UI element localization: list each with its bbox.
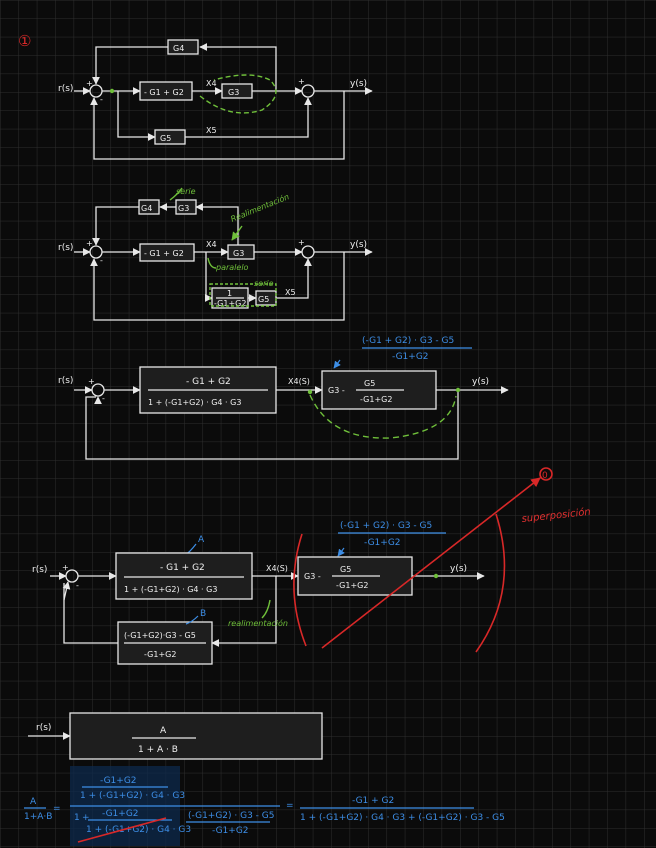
- final-formula: A 1+A·B = -G1+G2 1 + (-G1+G2) · G4 · G3 …: [24, 766, 505, 846]
- d4-note-realimentacion: realimentación: [228, 618, 288, 628]
- d3-blue-den: -G1+G2: [392, 352, 429, 362]
- d2-x4-label: X4: [206, 240, 217, 249]
- formula-den-a-den: 1 + (-G1+G2) · G4 · G3: [86, 825, 191, 835]
- d4-red-zero-circle: [539, 467, 553, 481]
- d2-inverse-num: 1: [227, 289, 232, 298]
- svg-text:+: +: [62, 563, 69, 572]
- d2-g3-top-label: G3: [178, 204, 189, 213]
- d2-note-serie-bottom: serie: [254, 279, 274, 288]
- d3-right-num: G5: [364, 379, 375, 388]
- d3-forward-num: - G1 + G2: [186, 377, 231, 387]
- d5-den: 1 + A · B: [138, 745, 178, 755]
- d4-red-zero: 0: [542, 471, 548, 481]
- d2-x5-label: X5: [285, 288, 296, 297]
- d3-output-label: y(s): [472, 377, 489, 387]
- formula-num-top: -G1+G2: [100, 776, 137, 786]
- diagram-3-reduction: (-G1 + G2) · G3 - G5 -G1+G2 r(s) + - - G…: [58, 336, 509, 460]
- formula-num-bottom: 1 + (-G1+G2) · G4 · G3: [80, 791, 185, 801]
- formula-result-den: 1 + (-G1+G2) · G4 · G3 + (-G1+G2) · G3 -…: [300, 813, 505, 823]
- d4-output-label: y(s): [450, 564, 467, 574]
- d2-sum-block-label: - G1 + G2: [144, 249, 184, 258]
- d3-input-label: r(s): [58, 376, 73, 386]
- d4-right-den: -G1+G2: [336, 581, 368, 590]
- formula-den-b-num: (-G1+G2) · G3 - G5: [188, 811, 275, 821]
- formula-equals-2: =: [286, 801, 294, 811]
- d4-a-den: 1 + (-G1+G2) · G4 · G3: [124, 585, 217, 594]
- d1-g3-label: G3: [228, 88, 239, 97]
- d4-right-num: G5: [340, 565, 351, 574]
- d4-blue-num: (-G1 + G2) · G3 - G5: [340, 521, 432, 531]
- d1-input-label: r(s): [58, 84, 73, 94]
- formula-one: 1: [74, 813, 80, 823]
- d2-g3-label: G3: [233, 249, 244, 258]
- d3-forward-den: 1 + (-G1+G2) · G4 · G3: [148, 398, 241, 407]
- step-marker: ①: [18, 32, 31, 50]
- svg-text:-: -: [100, 95, 103, 104]
- d2-input-label: r(s): [58, 243, 73, 253]
- d3-right-g3: G3 -: [328, 386, 345, 395]
- d4-label-a: A: [198, 535, 205, 545]
- svg-text:-: -: [102, 394, 105, 403]
- d2-inverse-den: -G1+G2: [214, 299, 246, 308]
- formula-equals-1: =: [53, 804, 61, 814]
- d1-g4-label: G4: [173, 44, 184, 53]
- svg-text:+: +: [86, 239, 93, 248]
- d4-b-num: (-G1+G2)·G3 - G5: [124, 631, 196, 640]
- d2-note-paralelo: paralelo: [215, 263, 249, 272]
- d5-input-label: r(s): [36, 723, 51, 733]
- d2-g5-label: G5: [258, 295, 269, 304]
- d2-output-label: y(s): [350, 240, 367, 250]
- d3-right-den: -G1+G2: [360, 395, 392, 404]
- d5-num: A: [160, 726, 167, 736]
- formula-plus: +: [82, 813, 90, 823]
- svg-text:+: +: [298, 238, 305, 247]
- d2-note-serie-top: serie: [176, 187, 196, 196]
- formula-den-b-den: -G1+G2: [212, 826, 249, 836]
- d4-b-den: -G1+G2: [144, 650, 176, 659]
- d4-label-b: B: [200, 609, 206, 619]
- d1-x4-label: X4: [206, 79, 217, 88]
- d1-sum-block-label: - G1 + G2: [144, 88, 184, 97]
- svg-text:+: +: [88, 377, 95, 386]
- formula-den-a-num: -G1+G2: [102, 809, 139, 819]
- d4-blue-den: -G1+G2: [364, 538, 401, 548]
- d1-output-label: y(s): [350, 79, 367, 89]
- svg-text:+: +: [298, 77, 305, 86]
- d3-x4-label: X4(S): [288, 377, 310, 386]
- d4-a-num: - G1 + G2: [160, 563, 205, 573]
- d4-right-g3: G3 -: [304, 572, 321, 581]
- d1-x5-label: X5: [206, 126, 217, 135]
- diagram-1-original: r(s) + - - G1 + G2 X4 G3 + y(s) G4 G5 X5: [58, 39, 373, 160]
- d4-a-block: [115, 552, 253, 600]
- diagram-5-final: r(s) A 1 + A · B: [28, 712, 323, 760]
- d5-final-block: [69, 712, 323, 760]
- d4-input-label: r(s): [32, 565, 47, 575]
- svg-text:-: -: [76, 581, 79, 590]
- formula-lhs-den: 1+A·B: [24, 812, 52, 822]
- formula-lhs-num: A: [30, 797, 37, 807]
- d2-g4-label: G4: [141, 204, 152, 213]
- d4-x4-label: X4(S): [266, 564, 288, 573]
- svg-text:-: -: [100, 256, 103, 265]
- formula-result-num: -G1 + G2: [352, 796, 394, 806]
- d3-blue-num: (-G1 + G2) · G3 - G5: [362, 336, 454, 346]
- svg-text:+: +: [86, 79, 93, 88]
- d1-g5-label: G5: [160, 134, 171, 143]
